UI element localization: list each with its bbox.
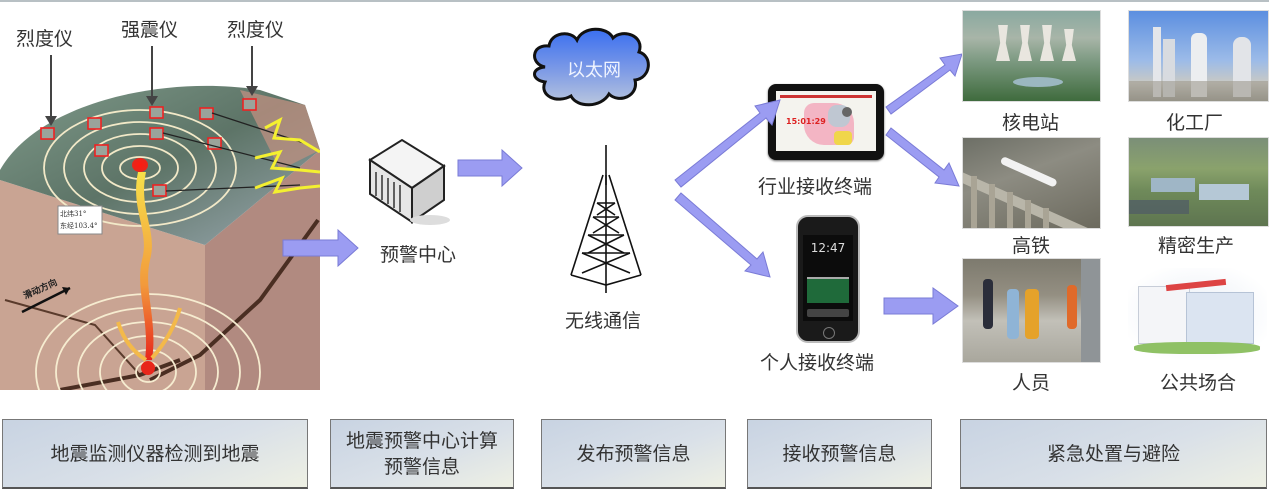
target-label-public: 公共场合 [1160, 372, 1237, 394]
step-compute-label: 地震预警中心计算预警信息 [345, 429, 498, 478]
coordinate-label: 北纬31° 东经103.4° [60, 208, 98, 232]
radio-tower-icon [567, 145, 645, 297]
tablet-screen-time: 15:01:29 [786, 117, 826, 126]
top-divider [0, 0, 1269, 2]
people-running-photo [962, 258, 1101, 363]
instrument-label-intensity-1: 烈度仪 [16, 28, 74, 50]
step-respond-label: 紧急处置与避险 [1046, 442, 1180, 465]
target-label-nuclear: 核电站 [1002, 112, 1060, 134]
phone-screen-time: 12:47 [810, 241, 846, 255]
target-label-chemical: 化工厂 [1166, 112, 1224, 134]
target-label-people: 人员 [1012, 372, 1051, 394]
step-receive: 接收预警信息 [747, 419, 932, 489]
step-publish-label: 发布预警信息 [576, 442, 691, 465]
arrow-up-right-icon [885, 53, 963, 115]
nuclear-plant-photo [962, 10, 1101, 102]
industry-terminal-label: 行业接收终端 [758, 176, 873, 198]
latitude-text: 北纬31° [60, 210, 87, 218]
tablet-icon: 15:01:29 [768, 84, 884, 160]
target-label-rail: 高铁 [1012, 235, 1051, 257]
arrow-right-icon [457, 148, 523, 188]
arrow-down-right-icon [674, 192, 771, 278]
cloud-label: 以太网 [567, 60, 621, 81]
step-publish: 发布预警信息 [541, 419, 726, 489]
step-compute: 地震预警中心计算预警信息 [330, 419, 514, 489]
chemical-plant-photo [1128, 10, 1269, 102]
longitude-text: 东经103.4° [60, 222, 98, 230]
instrument-pointers [45, 46, 258, 126]
step-respond: 紧急处置与避险 [960, 419, 1267, 489]
personal-terminal-label: 个人接收终端 [760, 352, 875, 374]
step-receive-label: 接收预警信息 [782, 442, 897, 465]
instrument-label-intensity-2: 烈度仪 [227, 19, 285, 41]
smartphone-icon: 12:47 [796, 215, 860, 343]
public-building-photo [1128, 268, 1267, 360]
instrument-label-strong-motion: 强震仪 [121, 19, 179, 41]
tower-label: 无线通信 [565, 310, 642, 332]
server-icon [360, 138, 455, 232]
arrow-down-right-icon [885, 127, 960, 187]
high-speed-rail-photo [962, 137, 1101, 229]
arrow-right-icon [883, 287, 959, 325]
ethernet-cloud: 以太网 [525, 22, 655, 118]
target-label-precision: 精密生产 [1158, 235, 1235, 257]
precision-factory-photo [1128, 137, 1269, 227]
step-detect: 地震监测仪器检测到地震 [2, 419, 308, 489]
step-detect-label: 地震监测仪器检测到地震 [50, 442, 260, 465]
center-label: 预警中心 [380, 244, 457, 266]
